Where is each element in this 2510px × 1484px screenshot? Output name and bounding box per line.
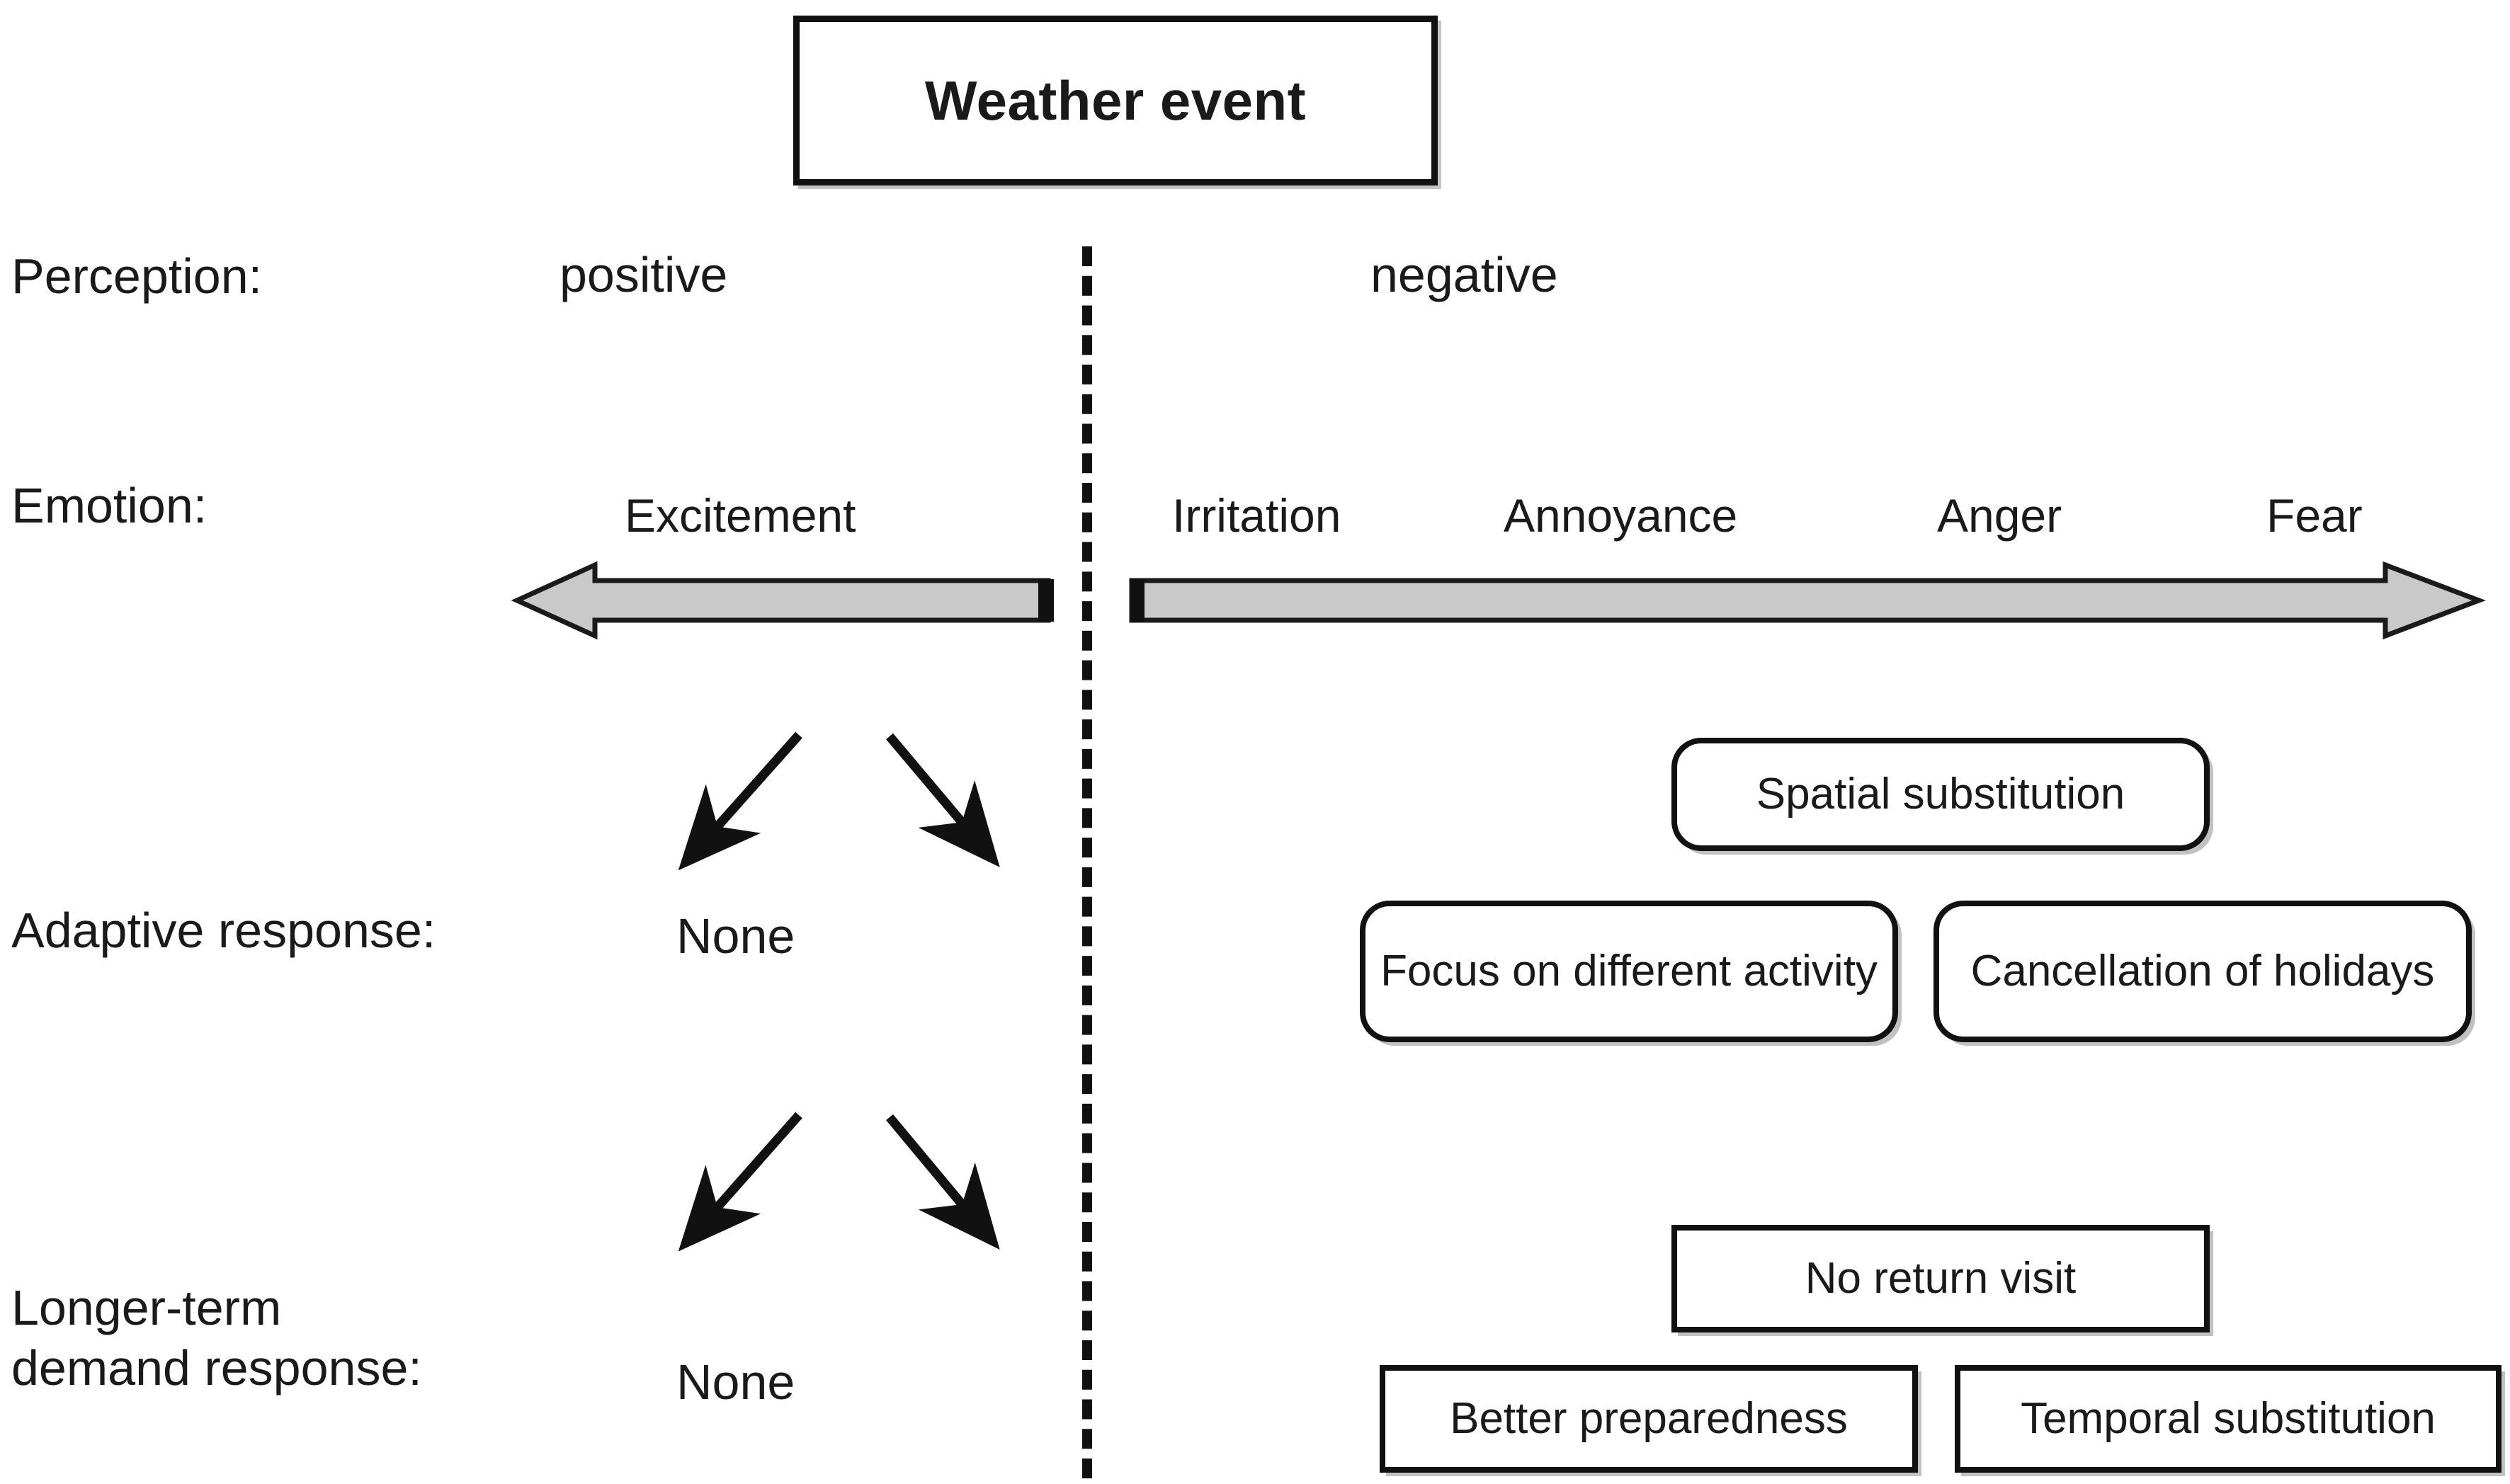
emotion-arrow-left xyxy=(511,561,1054,640)
connector-adaptive-to-longterm-right xyxy=(886,1114,1000,1250)
emotion-label-annoyance: Annoyance xyxy=(1504,489,1738,542)
emotion-label-fear: Fear xyxy=(2266,489,2363,542)
connector-emotion-to-adaptive-left xyxy=(678,731,802,871)
row-label-emotion: Emotion: xyxy=(11,478,208,533)
positive-negative-divider xyxy=(1082,246,1092,1478)
emotion-label-irritation: Irritation xyxy=(1172,489,1341,542)
adaptive-box-spatial-substitution-label: Spatial substitution xyxy=(1756,769,2125,818)
adaptive-response-positive-value: None xyxy=(676,908,795,964)
adaptive-box-spatial-substitution: Spatial substitution xyxy=(1671,738,2210,851)
adaptive-box-cancellation-of-holidays-label: Cancellation of holidays xyxy=(1970,946,2435,995)
weather-event-box: Weather event xyxy=(793,16,1438,186)
longterm-box-no-return-visit: No return visit xyxy=(1671,1225,2210,1332)
row-label-longterm-demand-response: Longer-term demand response: xyxy=(11,1280,422,1396)
longterm-box-temporal-substitution: Temporal substitution xyxy=(1955,1365,2502,1473)
row-label-perception: Perception: xyxy=(11,249,263,304)
adaptive-box-cancellation-of-holidays: Cancellation of holidays xyxy=(1933,901,2472,1042)
longterm-box-better-preparedness-label: Better preparedness xyxy=(1450,1393,1848,1443)
longterm-box-better-preparedness: Better preparedness xyxy=(1380,1365,1918,1473)
emotion-label-anger: Anger xyxy=(1937,489,2062,542)
longterm-response-positive-value: None xyxy=(676,1354,795,1410)
adaptive-box-focus-different-activity-label: Focus on different activity xyxy=(1380,946,1878,995)
weather-event-label: Weather event xyxy=(924,69,1307,132)
emotion-arrow-right xyxy=(1129,561,2486,640)
longterm-box-no-return-visit-label: No return visit xyxy=(1805,1253,2077,1303)
longterm-box-temporal-substitution-label: Temporal substitution xyxy=(2021,1393,2436,1443)
connector-emotion-to-adaptive-right xyxy=(886,733,1000,867)
perception-positive-value: positive xyxy=(560,247,728,302)
row-label-adaptive-response: Adaptive response: xyxy=(11,903,436,958)
perception-negative-value: negative xyxy=(1370,247,1558,302)
adaptive-box-focus-different-activity: Focus on different activity xyxy=(1360,901,1898,1042)
emotion-label-excitement: Excitement xyxy=(625,489,856,542)
connector-adaptive-to-longterm-left xyxy=(678,1112,802,1252)
